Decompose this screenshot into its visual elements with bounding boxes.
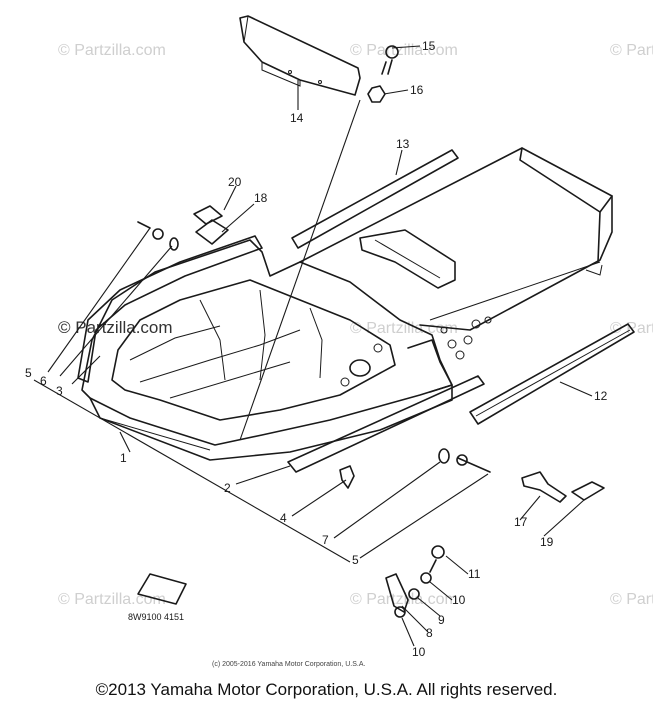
callout-9: 9 [438, 613, 445, 627]
callout-13: 13 [396, 137, 410, 151]
callout-10a: 10 [452, 593, 466, 607]
watermark-text: © Partzilla.com [610, 591, 653, 608]
callout-11: 11 [468, 567, 481, 581]
part-5-bolt-right [456, 454, 491, 473]
callout-7: 7 [322, 533, 329, 547]
watermarks: © Partzilla.com © Partzilla.com © Partzi… [58, 42, 653, 608]
callout-20: 20 [228, 175, 242, 189]
watermark-text: © Partzilla.com [610, 42, 653, 59]
part-19-plate [571, 481, 605, 501]
callout-4: 4 [280, 511, 287, 525]
callout-6: 6 [40, 374, 47, 388]
callout-3: 3 [56, 384, 63, 398]
callout-5b: 5 [352, 553, 359, 567]
part-5-bolt-left [137, 221, 164, 240]
callout-14: 14 [290, 111, 304, 125]
watermark-text: © Partzilla.com [58, 591, 166, 608]
diagram-code: 8W9100 4151 [128, 612, 184, 622]
part-11-bolt [429, 545, 445, 573]
callout-2: 2 [224, 481, 231, 495]
part-7-washer-right [438, 448, 450, 464]
part-20-decal [193, 205, 223, 225]
watermark-text: © Partzilla.com [58, 42, 166, 59]
part-15-bolt [381, 45, 399, 75]
part-6-washer-left [169, 237, 179, 251]
callout-1: 1 [120, 451, 127, 465]
callout-15: 15 [422, 39, 436, 53]
watermark-text: © Partzilla.com [350, 42, 458, 59]
part-14-rear-flap [239, 15, 361, 96]
part-9-spacer [408, 588, 420, 600]
callout-18: 18 [254, 191, 268, 205]
part-13-strip [291, 149, 459, 249]
part-8-bracket [385, 573, 409, 613]
callouts: 1 2 3 4 5 6 7 5 8 9 10 10 11 12 13 14 15… [25, 39, 608, 659]
part-10-washer [420, 572, 432, 584]
callout-16: 16 [410, 83, 424, 97]
part-4-rivet [339, 465, 355, 489]
callout-17: 17 [514, 515, 528, 529]
part-18-decal [195, 219, 229, 245]
callout-12: 12 [594, 389, 608, 403]
part-12-strip [469, 323, 635, 425]
callout-5a: 5 [25, 366, 32, 380]
callout-10b: 10 [412, 645, 426, 659]
part-2-side-rail [287, 375, 485, 473]
watermark-text: © Partzilla.com [350, 320, 458, 337]
part-3-side-rail [77, 235, 263, 383]
small-copyright: (c) 2005-2016 Yamaha Motor Corporation, … [212, 661, 365, 668]
footer-copyright: ©2013 Yamaha Motor Corporation, U.S.A. A… [95, 680, 558, 699]
part-16-nut [367, 85, 386, 103]
leader-lines [33, 45, 593, 647]
part-10-washer-lower [394, 606, 406, 618]
part-1-frame-body [81, 147, 613, 461]
watermark-text: © Partzilla.com [350, 591, 458, 608]
part-17-bracket [521, 471, 567, 503]
callout-19: 19 [540, 535, 554, 549]
callout-8: 8 [426, 626, 433, 640]
